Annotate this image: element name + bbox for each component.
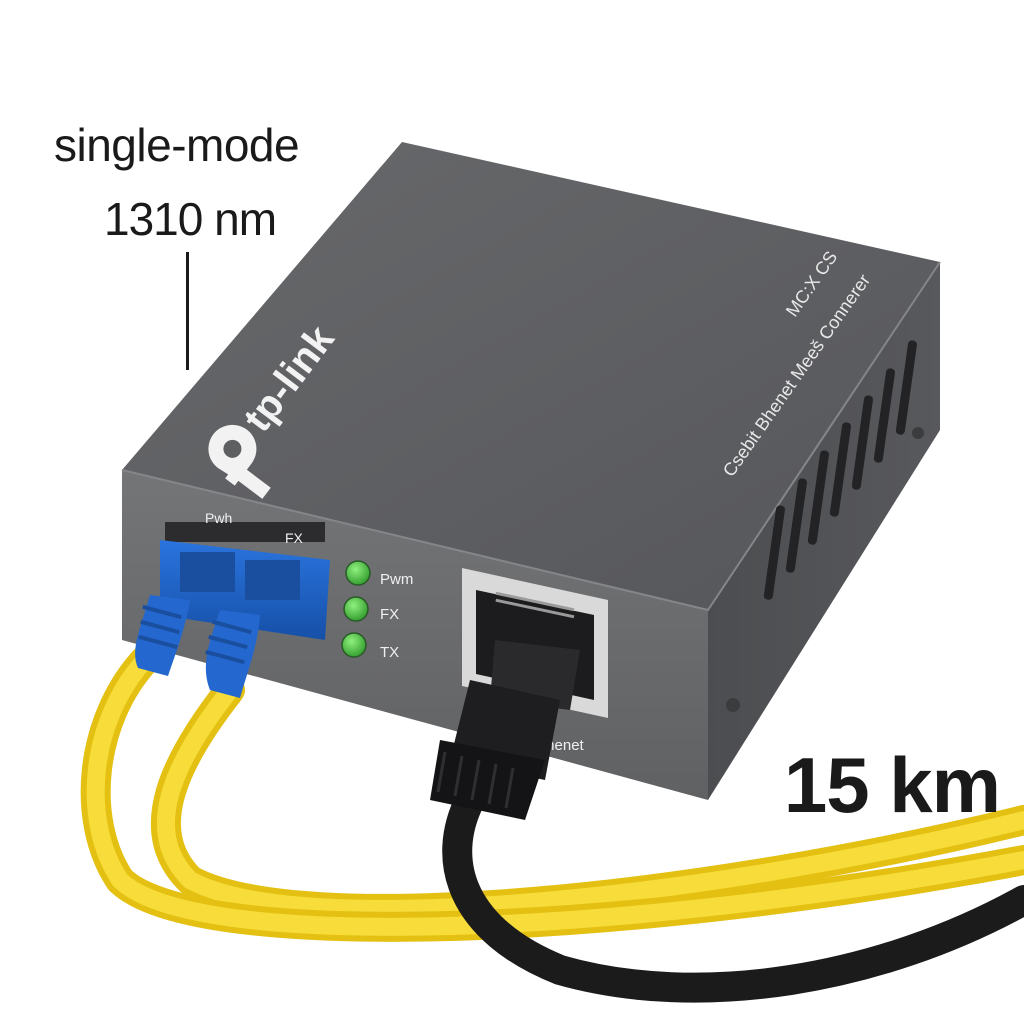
fiber-mode-callout: single-mode (54, 119, 300, 171)
chassis-front (122, 470, 708, 800)
fiber-port-recess (165, 522, 325, 542)
led-tx: TX (341, 632, 399, 661)
led-tx-icon (341, 632, 367, 658)
fiber-cable-right-strand-highlight (157, 681, 1024, 918)
side-screw-icon (912, 427, 924, 439)
ethernet-plug (430, 640, 580, 820)
ethernet-port-label: thenet (542, 737, 585, 754)
fiber-cable-left-strand-highlight (86, 651, 1024, 936)
wavelength-callout: 1310 nm (104, 193, 277, 245)
led-fx-icon (343, 596, 369, 622)
sc-duplex-connector-icon (135, 540, 330, 698)
led-label: FX (380, 606, 399, 623)
fiber-port-label-1: Pwh (205, 510, 232, 526)
chassis-edge (121, 261, 941, 612)
ethernet-cable (442, 785, 1024, 1003)
distance-callout: 15 km (783, 741, 1001, 829)
led-pwm: Pwm (345, 560, 413, 588)
led-label: Pwm (380, 571, 413, 588)
led-fx: FX (343, 596, 399, 623)
chassis-side (708, 262, 940, 800)
side-vents (763, 340, 917, 600)
led-label: TX (380, 644, 399, 661)
front-screw-icon (726, 698, 740, 712)
led-pwm-icon (345, 560, 371, 586)
callout-leader-line (186, 252, 189, 370)
fiber-port-label-2: FX (285, 530, 304, 546)
chassis-top (122, 142, 940, 610)
